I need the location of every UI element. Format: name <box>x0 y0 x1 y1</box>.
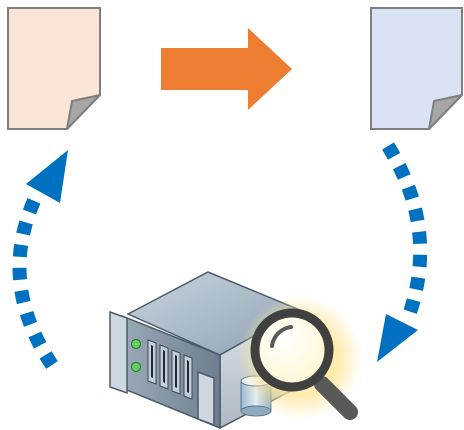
magnifying-glass-icon <box>238 296 362 420</box>
arrow-right-icon <box>161 28 292 110</box>
cycle-arrow-down-icon <box>377 142 428 362</box>
cycle-arrow-up-icon <box>12 150 68 369</box>
source-document-icon <box>7 7 101 130</box>
target-document-icon <box>370 7 463 130</box>
